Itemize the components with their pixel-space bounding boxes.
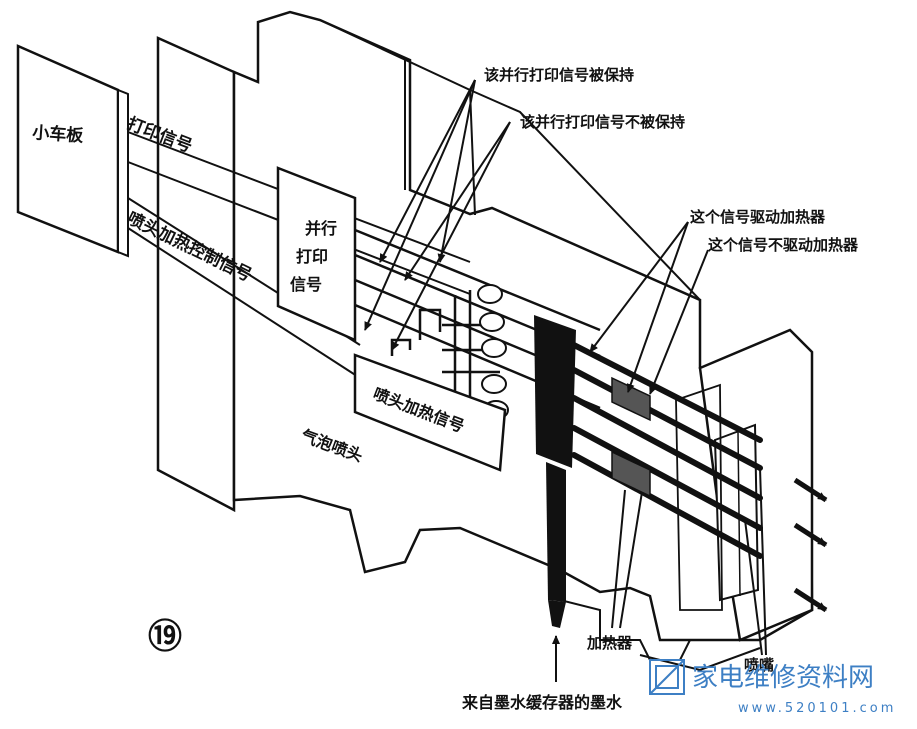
watermark-url: www.520101.com [738,701,896,716]
ink-manifold [534,315,576,628]
watermark-text: 家电维修资料网 [692,663,874,693]
parallel-label-line-3: 信号 [290,275,322,294]
drives-heater-label: 这个信号驱动加热器 [690,208,826,226]
held-label: 该并行打印信号被保持 [484,66,634,84]
heater-blocks [611,376,651,498]
not-drive-heater-label: 这个信号不驱动加热器 [708,236,859,254]
leader-lines [364,79,767,656]
nozzle-label: 喷嘴 [744,656,774,674]
parallel-print-signal-label: 并行 打印 信号 [290,219,337,294]
figure-number: ⑲ [148,617,182,657]
bubble-head-body [232,10,814,672]
watermark-logo-icon [649,659,685,695]
parallel-label-line-1: 并行 [305,219,337,238]
parallel-label-line-2: 打印 [296,247,328,266]
ink-source-label: 来自墨水缓存器的墨水 [461,693,623,712]
ink-ejection-arrows [793,477,828,613]
not-held-label: 该并行打印信号不被保持 [520,113,685,131]
carriage-board [16,44,129,258]
nozzle-heat-signal-card [353,353,507,472]
heater-channels [571,342,763,559]
watermark: 家电维修资料网 www.520101.com [649,659,896,716]
heater-label: 加热器 [586,634,633,652]
parallel-print-signal-card [276,166,357,342]
carriage-board-label: 小车板 [32,122,85,147]
